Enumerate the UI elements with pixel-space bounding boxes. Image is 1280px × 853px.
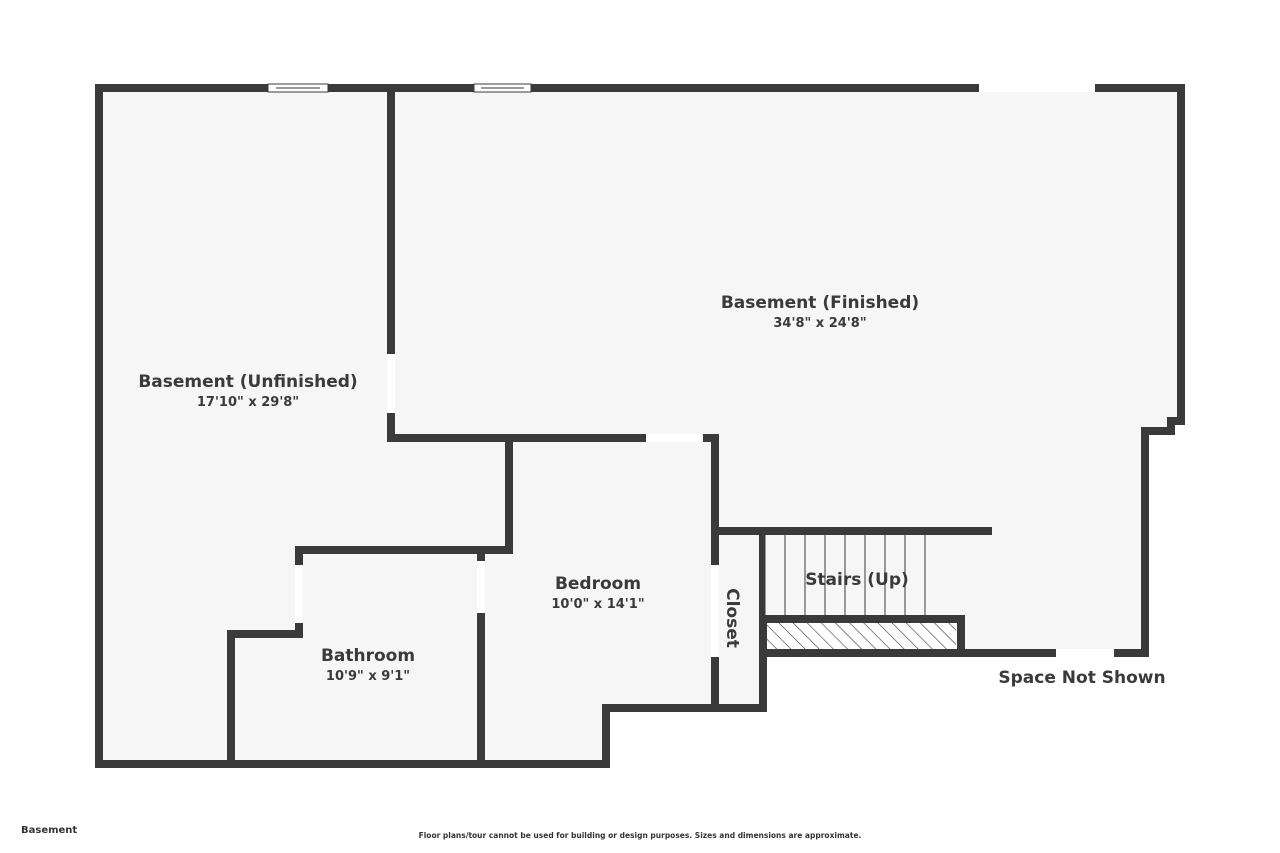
room-dims-basement-finished: 34'8" x 24'8" [773, 316, 866, 331]
floor-basement-unfinished [99, 88, 509, 764]
floor-closet [715, 531, 763, 708]
room-name-stairs: Stairs (Up) [805, 570, 909, 590]
floor-level-label: Basement [21, 825, 78, 836]
door-closet [711, 565, 719, 657]
door-unfinished-finished [387, 354, 395, 413]
door-bedroom-top [646, 434, 703, 442]
room-labels: Basement (Finished) 34'8" x 24'8" Baseme… [138, 293, 1165, 688]
room-name-basement-unfinished: Basement (Unfinished) [138, 372, 357, 392]
floor-bedroom [481, 438, 715, 764]
door-bathroom-left [295, 565, 303, 623]
opening-space-not-shown [1056, 649, 1114, 657]
room-name-bathroom: Bathroom [321, 646, 415, 666]
room-dims-bathroom: 10'9" x 9'1" [326, 669, 410, 684]
stairs [764, 535, 956, 649]
openings [267, 83, 1114, 657]
room-dims-basement-unfinished: 17'10" x 29'8" [197, 395, 299, 410]
disclaimer: Floor plans/tour cannot be used for buil… [418, 831, 862, 840]
stairs-hatched-landing [766, 623, 956, 649]
space-not-shown-label: Space Not Shown [998, 668, 1165, 688]
room-dims-bedroom: 10'0" x 14'1" [551, 597, 644, 612]
floor-bathroom [231, 550, 481, 764]
floor-fill [99, 88, 1181, 764]
wall-exterior-left [95, 84, 1185, 768]
room-name-closet: Closet [722, 588, 742, 648]
stair-treads [764, 535, 926, 615]
room-name-basement-finished: Basement (Finished) [721, 293, 919, 313]
opening-finished-top [979, 84, 1095, 92]
floor-basement-finished [391, 88, 1181, 653]
room-name-bedroom: Bedroom [555, 574, 641, 594]
door-bath-bedroom [477, 561, 485, 613]
